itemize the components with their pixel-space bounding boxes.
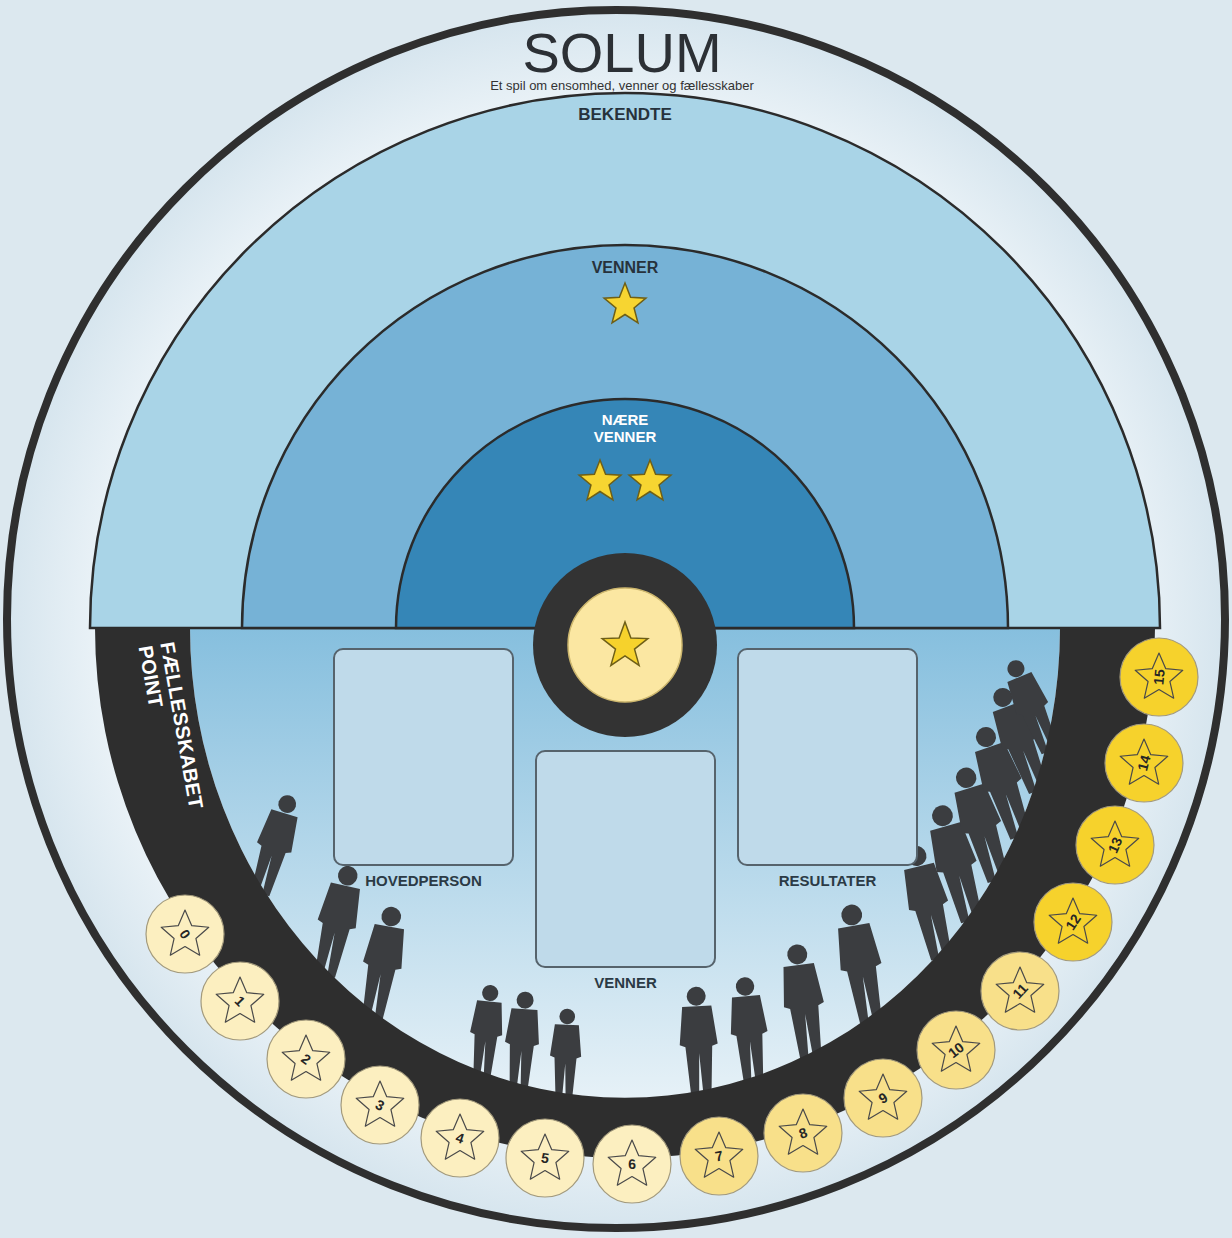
star-symbol xyxy=(604,283,646,323)
score-number: 6 xyxy=(591,1122,674,1205)
star-symbol xyxy=(629,460,671,500)
person-silhouette xyxy=(677,986,721,1097)
score-number: 5 xyxy=(499,1111,592,1204)
score-space: 11 xyxy=(979,950,1061,1032)
slot-label: VENNER xyxy=(537,974,714,991)
score-space: 0 xyxy=(144,893,226,975)
acquaintance-ring: NÆRE VENNER VENNER BEKENDTE xyxy=(90,93,1160,628)
score-space: 3 xyxy=(339,1064,421,1146)
score-number: 3 xyxy=(325,1049,435,1159)
person-silhouette xyxy=(726,976,772,1084)
person-head xyxy=(276,793,298,815)
person-body xyxy=(548,1024,582,1099)
friend-ring: NÆRE VENNER VENNER xyxy=(242,245,1008,628)
ring-shape xyxy=(90,93,1160,628)
ring-shape xyxy=(396,399,854,628)
score-number: 14 xyxy=(1094,713,1194,813)
person-head xyxy=(840,903,864,927)
person-silhouette xyxy=(502,990,543,1090)
score-space: 6 xyxy=(591,1123,673,1205)
score-space: 10 xyxy=(915,1009,997,1091)
person-silhouette xyxy=(466,983,507,1078)
star-symbol xyxy=(579,460,621,500)
score-space: 2 xyxy=(265,1018,347,1100)
center-ring xyxy=(533,553,717,737)
card-slot: RESULTATER xyxy=(737,648,918,866)
score-number: 4 xyxy=(409,1086,512,1189)
score-space: 13 xyxy=(1074,804,1156,886)
person-head xyxy=(559,1008,575,1024)
score-number: 8 xyxy=(751,1081,856,1186)
score-number: 15 xyxy=(1114,632,1203,721)
score-space: 12 xyxy=(1032,881,1114,963)
score-space: 15 xyxy=(1118,636,1200,718)
ring-label: BEKENDTE xyxy=(90,105,1160,125)
person-head xyxy=(953,765,979,791)
person-head xyxy=(930,803,956,829)
board-disc xyxy=(7,10,1225,1228)
person-head xyxy=(336,864,359,887)
subtitle: Et spil om ensomhed, venner og fællesska… xyxy=(322,78,922,93)
person-head xyxy=(735,976,755,996)
person-silhouette xyxy=(830,901,892,1025)
person-head xyxy=(380,905,403,928)
center-token xyxy=(568,588,682,702)
ring-shape xyxy=(242,245,1008,628)
card-slot: HOVEDPERSON xyxy=(333,648,514,866)
close-friend-ring: NÆRE VENNER xyxy=(396,398,854,628)
person-head xyxy=(516,991,534,1009)
person-silhouette xyxy=(548,1008,583,1099)
card-slot: VENNER xyxy=(535,750,716,968)
star-symbol xyxy=(602,622,648,665)
person-body xyxy=(502,1008,542,1090)
score-space: 1 xyxy=(199,960,281,1042)
person-body xyxy=(728,995,772,1084)
person-head xyxy=(973,724,998,749)
score-space: 8 xyxy=(762,1092,844,1174)
score-space: 7 xyxy=(678,1115,760,1197)
ring-label: NÆRE VENNER xyxy=(585,411,665,445)
score-space: 14 xyxy=(1103,722,1185,804)
slot-label: HOVEDPERSON xyxy=(335,872,512,889)
community-area xyxy=(190,628,1060,1098)
score-space: 9 xyxy=(842,1057,924,1139)
score-space: 4 xyxy=(419,1097,501,1179)
person-head xyxy=(1005,658,1027,680)
person-body xyxy=(466,1000,506,1079)
score-number: 7 xyxy=(672,1108,767,1203)
game-title: SOLUM xyxy=(322,25,922,81)
person-head xyxy=(786,943,808,965)
track-band xyxy=(95,628,1155,1158)
person-head xyxy=(686,986,706,1006)
slot-label: RESULTATER xyxy=(739,872,916,889)
person-head xyxy=(481,984,499,1002)
ring-label: VENNER xyxy=(242,259,1008,277)
person-silhouette xyxy=(776,942,831,1061)
score-number: 13 xyxy=(1061,791,1169,899)
score-space: 5 xyxy=(504,1117,586,1199)
person-body xyxy=(678,1005,721,1096)
